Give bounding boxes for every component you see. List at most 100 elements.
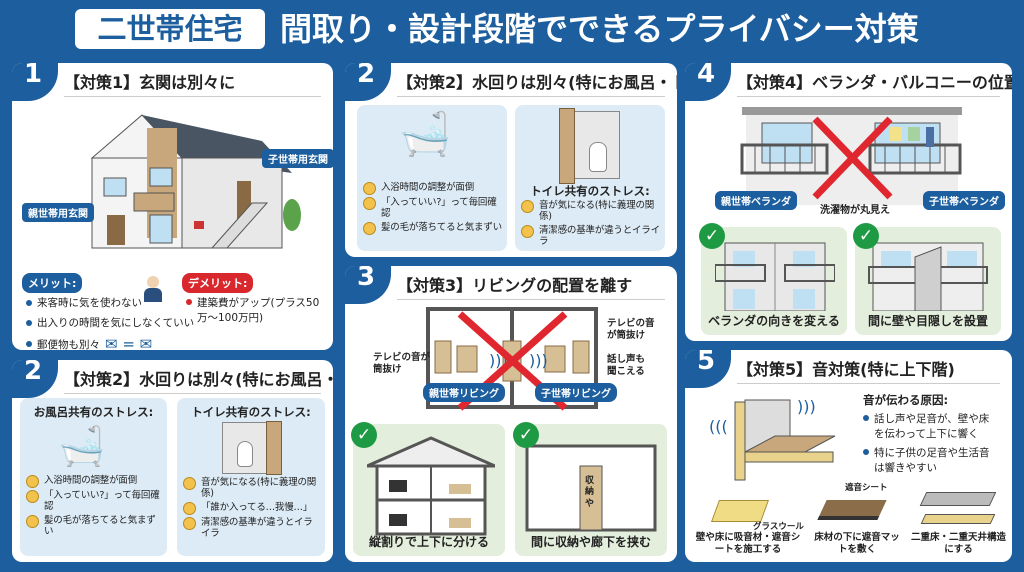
sad-face-icon: [521, 200, 534, 213]
demerit-item: 建築費がアップ(プラス50万〜100万円): [186, 295, 321, 325]
bath-stress-list: 入浴時間の調整が面倒 「入っていい?」って毎回確認 髪の毛が落ちてると気まずい: [26, 475, 162, 541]
option-caption: 間に壁や目隠しを設置: [867, 314, 988, 328]
bath-stress-box: 🛁 入浴時間の調整が面倒 「入っていい?」って毎回確認 髪の毛が落ちてると気まず…: [357, 105, 507, 251]
option-caption: ベランダの向きを変える: [708, 314, 840, 328]
svg-text:))): ))): [529, 351, 548, 370]
stress-item: 髪の毛が落ちてると気まずい: [381, 221, 502, 233]
child-veranda-label: 子世帯ベランダ: [923, 191, 1005, 210]
page-title: 間取り・設計段階でできるプライバシー対策: [280, 10, 919, 48]
option-change-direction: ベランダの向きを変える: [701, 227, 847, 335]
stress-item: 入浴時間の調整が面倒: [44, 475, 138, 486]
option-vertical-split: 縦割りで上下に分ける: [353, 424, 505, 556]
measure-caption: 二重床・二重天井構造にする: [911, 532, 1007, 555]
cause-heading: 音が伝わる原因:: [863, 393, 949, 407]
sad-face-icon: [183, 501, 196, 515]
merit-item: 郵便物も別々: [37, 338, 100, 351]
two-story-section-illustration: [367, 436, 495, 536]
panel-title: 【対策2】水回りは別々(特にお風呂・トイレ): [64, 366, 333, 394]
stress-item: 「入っていい?」って毎回確認: [44, 490, 160, 512]
parent-veranda-label: 親世帯ベランダ: [715, 191, 797, 210]
toilet-heading: トイレ共有のストレス:: [530, 184, 650, 198]
step-number: 1: [12, 63, 58, 101]
stress-item: 「誰か入ってる…我慢…」: [201, 501, 313, 513]
stress-item: 髪の毛が落ちてると気まずい: [44, 514, 156, 537]
bath-heading: お風呂共有のストレス:: [33, 405, 154, 419]
demerit-text: 建築費がアップ(プラス50万〜100万円): [197, 297, 320, 324]
option-caption: 間に収納や廊下を挟む: [530, 535, 651, 549]
sad-face-icon: [363, 197, 376, 210]
panel-veranda: 4 【対策4】ベランダ・バルコニーの位置 親世帯ベランダ 子世帯ベランダ 洗濯物…: [685, 63, 1012, 341]
cause-section: 音が伝わる原因: 話し声や足音が、壁や床を伝わって上下に響く 特に子供の足音や生…: [863, 392, 993, 475]
bullet-icon: [26, 341, 32, 347]
option-storage-between: 収納や 間に収納や廊下を挟む: [515, 424, 667, 556]
sad-face-icon: [183, 516, 196, 530]
voice-note: 話し声も聞こえる: [607, 354, 646, 377]
panel-entrance: 1 【対策1】玄関は別々に 子世帯用玄関 親世帯用玄関 メリット: 来客時に気を…: [12, 63, 333, 350]
option-screen-wall: 間に壁や目隠しを設置: [855, 227, 1001, 335]
svg-text:))): ))): [797, 397, 816, 416]
bath-stress-list: 入浴時間の調整が面倒 「入っていい?」って毎回確認 髪の毛が落ちてると気まずい: [363, 182, 502, 238]
merit-item: 出入りの時間を気にしなくていい: [37, 317, 195, 329]
stress-item: 入浴時間の調整が面倒: [381, 182, 475, 193]
house-illustration: [90, 114, 301, 249]
sad-face-icon: [26, 514, 39, 528]
child-living-label: 子世帯リビング: [535, 383, 617, 402]
merit-label: メリット:: [22, 273, 83, 293]
check-icon: ✓: [699, 223, 725, 249]
panel-living: 3 【対策3】リビングの配置を離す )))))) テレビの音が筒抜け テレビの音…: [345, 266, 677, 562]
bullet-icon: [186, 299, 192, 305]
veranda-bad-illustration: [740, 107, 962, 205]
sound-sheet-label: 遮音シート: [845, 483, 888, 493]
panel-title: 【対策3】リビングの配置を離す: [397, 272, 665, 300]
parent-living-label: 親世帯リビング: [423, 383, 505, 402]
check-icon: ✓: [351, 422, 377, 448]
stress-item: 音が気になる(特に義理の関係): [201, 477, 317, 499]
cause-item: 特に子供の足音や生活音は響きやすい: [874, 447, 990, 474]
bathtub-icon: 🛁: [58, 424, 106, 468]
glass-wool-label: グラスウール: [753, 522, 804, 532]
panel-title: 【対策4】ベランダ・バルコニーの位置: [737, 69, 1012, 97]
tv-noise-right-note: テレビの音が筒抜け: [607, 318, 655, 341]
stress-item: 清潔感の基準が違うとイライラ: [201, 516, 313, 539]
option-caption: 縦割りで上下に分ける: [368, 535, 489, 549]
bathtub-icon: 🛁: [399, 109, 452, 158]
bullet-icon: [863, 449, 869, 455]
cause-item: 話し声や足音が、壁や床を伝わって上下に響く: [874, 413, 990, 440]
step-number: 2: [345, 63, 391, 101]
title-badge: 二世帯住宅: [75, 9, 265, 49]
toilet-icon: [222, 421, 282, 475]
panel-title: 【対策5】音対策(特に上下階): [737, 356, 1000, 384]
sad-face-icon: [26, 475, 39, 488]
stress-item: 清潔感の基準が違うとイライラ: [539, 224, 660, 247]
tv-noise-left-note: テレビの音が筒抜け: [373, 352, 431, 375]
stress-item: 音が気になる(特に義理の関係): [539, 200, 655, 222]
glass-wool-icon: [710, 500, 770, 522]
bullet-icon: [863, 415, 869, 421]
check-icon: ✓: [513, 422, 539, 448]
toilet-icon: [559, 108, 620, 184]
parent-entrance-label: 親世帯用玄関: [22, 203, 94, 222]
sad-face-icon: [363, 221, 376, 235]
toilet-stress-box: トイレ共有のストレス: 音が気になる(特に義理の関係) 清潔感の基準が違うとイラ…: [515, 105, 665, 251]
sad-face-icon: [26, 490, 39, 503]
floorplan-storage-illustration: [525, 444, 657, 532]
panel-title: 【対策2】水回りは別々(特にお風呂・トイレ): [397, 69, 677, 97]
toilet-stress-list: 音が気になる(特に義理の関係) 清潔感の基準が違うとイライラ: [521, 200, 660, 251]
wall-floor-section-illustration: ((())): [709, 397, 836, 481]
panel-title: 【対策1】玄関は別々に: [64, 69, 321, 97]
step-number: 4: [685, 63, 731, 101]
demerit-label: デメリット:: [182, 273, 254, 293]
step-number: 2: [12, 360, 58, 398]
svg-text:(((: (((: [709, 417, 728, 436]
double-ceiling-icon: [920, 514, 996, 524]
building-illustration: [715, 242, 835, 311]
double-floor-icon: [919, 492, 997, 506]
bullet-icon: [26, 299, 32, 306]
sad-face-icon: [183, 477, 196, 490]
step-number: 3: [345, 266, 391, 304]
check-icon: ✓: [853, 223, 879, 249]
measure-caption: 床材の下に遮音マットを敷く: [814, 532, 900, 555]
panel-water-left: 2 【対策2】水回りは別々(特にお風呂・トイレ) お風呂共有のストレス: 🛁 入…: [12, 360, 333, 562]
bath-stress-box: お風呂共有のストレス: 🛁 入浴時間の調整が面倒 「入っていい?」って毎回確認 …: [20, 398, 167, 556]
child-entrance-label: 子世帯用玄関: [262, 149, 333, 168]
